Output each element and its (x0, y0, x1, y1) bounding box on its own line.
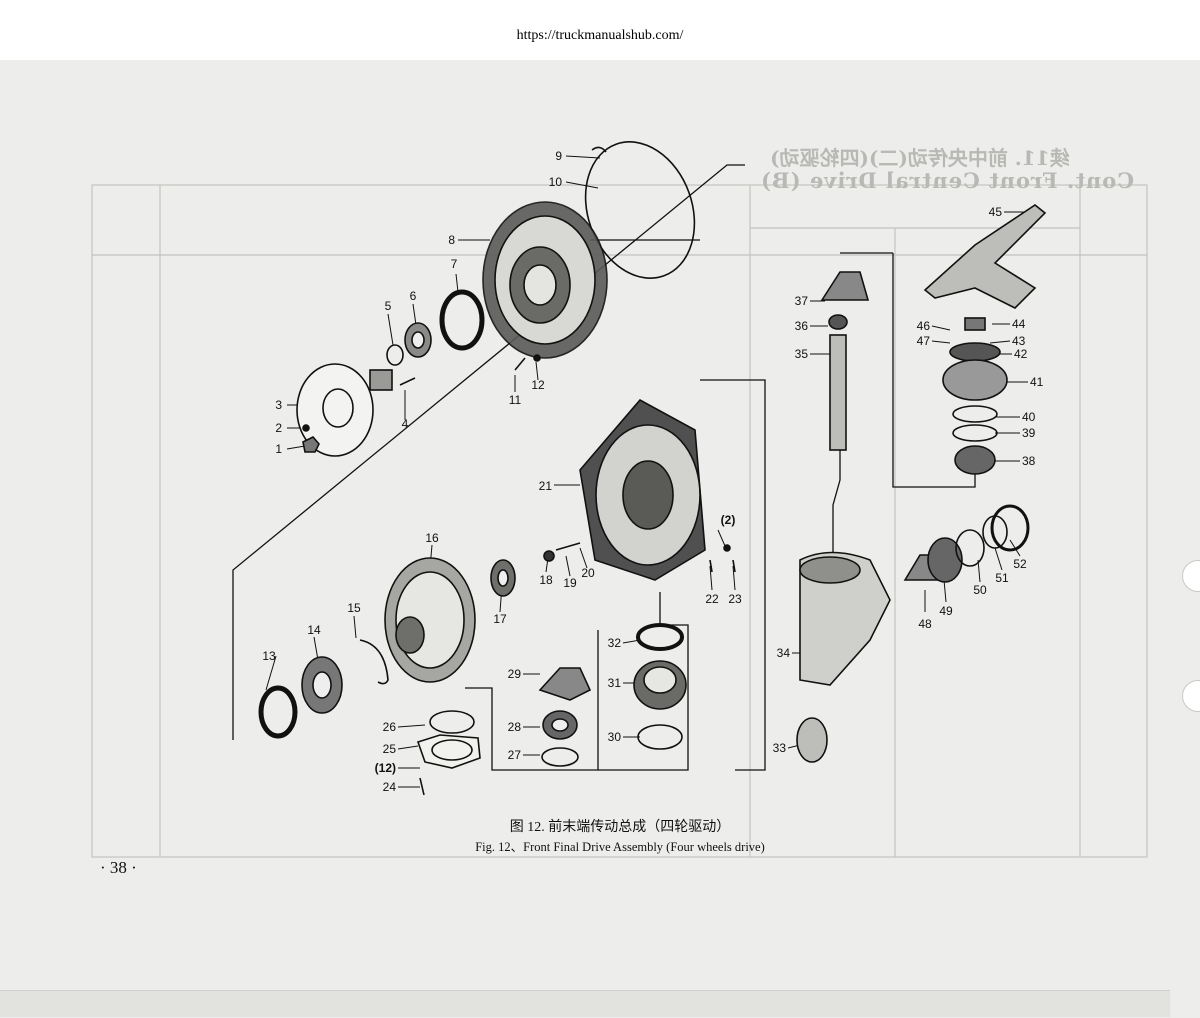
callout: 2 (275, 421, 282, 435)
callout: 23 (728, 592, 742, 606)
callout: 1 (275, 442, 282, 456)
callout: 50 (973, 583, 987, 597)
callout: 13 (262, 649, 276, 663)
callout: 46 (917, 319, 931, 333)
callout: 34 (777, 646, 791, 660)
callout: 49 (939, 604, 953, 618)
callout: 39 (1022, 426, 1036, 440)
callout: 43 (1012, 334, 1026, 348)
figure-caption-en: Fig. 12、Front Final Drive Assembly (Four… (475, 840, 765, 854)
callout: 33 (773, 741, 787, 755)
callout: 47 (917, 334, 931, 348)
callout: 4 (402, 417, 409, 431)
part-drawings (258, 141, 1047, 796)
callout: 6 (410, 289, 417, 303)
callout: 45 (989, 205, 1003, 219)
callout: 52 (1013, 557, 1027, 571)
callout: 20 (581, 566, 595, 580)
page-number: · 38 · (100, 858, 137, 877)
callout: 3 (275, 398, 282, 412)
callout: 35 (795, 347, 809, 361)
callout: 27 (508, 748, 522, 762)
callout: 10 (549, 175, 563, 189)
callout: 17 (493, 612, 507, 626)
callout: (12) (375, 761, 396, 775)
callout: 48 (918, 617, 932, 631)
callout: 29 (508, 667, 522, 681)
callout: 8 (448, 233, 455, 247)
callout: 9 (555, 149, 562, 163)
callout: 11 (509, 393, 522, 407)
leader-lines (265, 155, 1028, 788)
figure-caption-cn: 图 12. 前末端传动总成（四轮驱动） (509, 820, 731, 835)
callout: 51 (995, 571, 1009, 585)
callout: 12 (531, 378, 545, 392)
front-case (482, 201, 608, 359)
callout: 24 (383, 780, 397, 794)
callout: 21 (539, 479, 553, 493)
callout: 30 (608, 730, 622, 744)
callout: 22 (705, 592, 719, 606)
callout: 31 (608, 676, 622, 690)
callout: 26 (383, 720, 397, 734)
callout: 18 (539, 573, 553, 587)
page-edge (0, 990, 1170, 1017)
callout: 5 (385, 299, 392, 313)
callout: 19 (563, 576, 577, 590)
callout: 16 (425, 531, 439, 545)
callout: 7 (451, 257, 458, 271)
callout-labels: 1 2 3 4 5 6 7 8 9 10 11 12 13 14 15 16 1… (262, 149, 1043, 794)
callout: 42 (1014, 347, 1028, 361)
assembly-lines (232, 164, 976, 771)
callout: 25 (383, 742, 397, 756)
callout: 38 (1022, 454, 1036, 468)
callout: 32 (608, 636, 622, 650)
callout: 37 (795, 294, 809, 308)
callout: 14 (307, 623, 321, 637)
callout: 36 (795, 319, 809, 333)
callout: (2) (721, 513, 736, 527)
callout: 28 (508, 720, 522, 734)
source-url[interactable]: https://truckmanualshub.com/ (516, 28, 684, 43)
callout: 15 (347, 601, 361, 615)
callout: 40 (1022, 410, 1036, 424)
callout: 44 (1012, 317, 1026, 331)
callout: 41 (1030, 375, 1044, 389)
center-case (579, 398, 706, 581)
